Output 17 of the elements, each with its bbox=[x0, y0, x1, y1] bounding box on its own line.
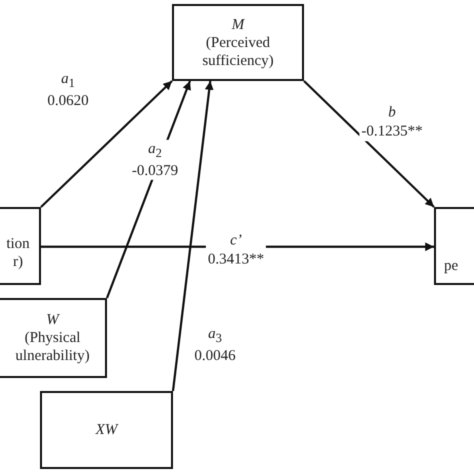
variable-name: pe bbox=[444, 257, 458, 275]
arrow bbox=[303, 80, 435, 208]
arrow bbox=[40, 80, 173, 208]
edge-label: a$_{2}$ -0.0379 bbox=[130, 140, 180, 180]
variable-name: XW bbox=[96, 421, 118, 439]
variable-symbol: W bbox=[46, 311, 59, 329]
variable-name: tion r) bbox=[5, 235, 31, 271]
variable-name: (Perceived sufficiency) bbox=[201, 34, 275, 70]
edge-label: b -0.1235** bbox=[359, 103, 425, 141]
variable-box bbox=[0, 298, 107, 378]
variable-box bbox=[434, 207, 474, 285]
variable-box bbox=[0, 207, 41, 285]
arrow bbox=[172, 80, 214, 392]
variable-name: (Physical ulnerability) bbox=[14, 329, 91, 365]
variable-symbol: M bbox=[232, 16, 244, 34]
variable-box bbox=[172, 4, 304, 81]
variable-box bbox=[40, 391, 173, 469]
